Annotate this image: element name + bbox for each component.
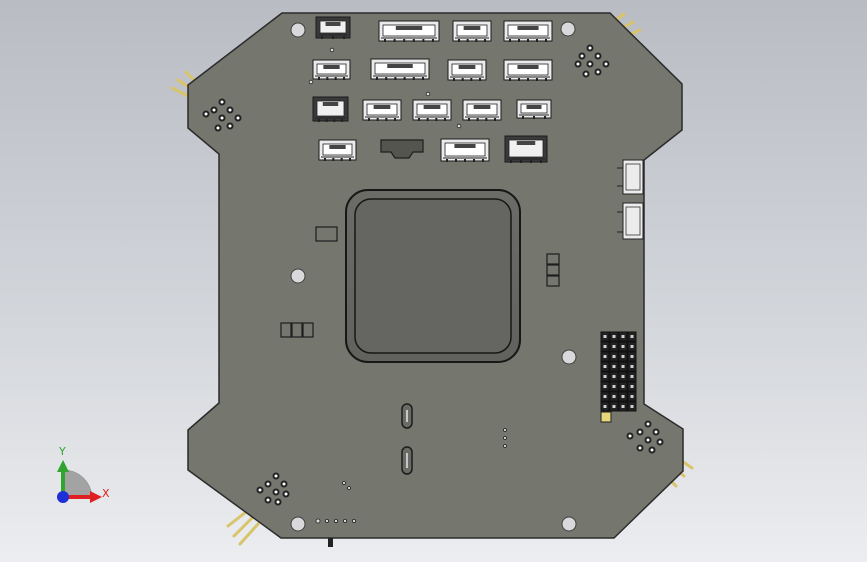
- y-axis-label: Y: [58, 445, 66, 458]
- header-pin-tip: [630, 405, 634, 408]
- header-pin-tip: [603, 385, 607, 388]
- header-pin-tip: [612, 335, 616, 338]
- header-pin-tip: [621, 395, 625, 398]
- header-pin-tip: [612, 395, 616, 398]
- y-axis-arrowhead: [57, 460, 69, 472]
- connector-1: [315, 16, 351, 39]
- header-pin-tip: [621, 365, 625, 368]
- triad-rotation-arc: [63, 469, 93, 498]
- connector-6: [370, 58, 430, 80]
- header-pin-tip: [621, 405, 625, 408]
- connector-4: [503, 20, 553, 42]
- header-pin-tip: [612, 375, 616, 378]
- header-pin-tip: [612, 355, 616, 358]
- header-pin-tip: [603, 335, 607, 338]
- header-pin-tip: [603, 405, 607, 408]
- header-pin-tip: [621, 355, 625, 358]
- header-pin-tip: [630, 365, 634, 368]
- connector-11: [412, 99, 452, 121]
- pin-header-grid[interactable]: [600, 331, 637, 423]
- header-pin-tip: [630, 345, 634, 348]
- header-pin-tip: [612, 405, 616, 408]
- via-cluster-top-left: [202, 98, 242, 132]
- header-pin-tip: [621, 335, 625, 338]
- via-cluster-bottom-left: [256, 472, 290, 506]
- connector-5: [312, 59, 351, 80]
- mounting-holes: [290, 21, 577, 532]
- header-pin-tip: [630, 395, 634, 398]
- connector-15: [440, 138, 490, 162]
- header-pin-tip: [603, 345, 607, 348]
- header-pin-tip: [603, 375, 607, 378]
- header-pin-tip: [630, 375, 634, 378]
- side-connector-bottom: [617, 202, 644, 240]
- connector-3: [452, 20, 492, 42]
- pin-one-marker: [600, 411, 612, 423]
- header-pin-tip: [621, 385, 625, 388]
- connector-10: [362, 99, 402, 121]
- small-dots: [308, 47, 507, 524]
- triad-origin: [57, 491, 69, 503]
- connector-8: [503, 59, 553, 81]
- connector-13: [516, 99, 552, 119]
- header-pin-tip: [630, 385, 634, 388]
- via-cluster-bottom-right: [626, 420, 664, 454]
- bottom-edge-tab: [328, 538, 333, 547]
- coordinate-triad[interactable]: Y X: [57, 445, 110, 503]
- connector-2: [378, 20, 440, 42]
- central-chip: [354, 198, 512, 354]
- connector-7: [447, 59, 487, 81]
- x-axis-arrowhead: [90, 491, 102, 503]
- x-axis-label: X: [102, 487, 110, 500]
- connector-12: [462, 99, 502, 121]
- connector-array: [312, 16, 553, 163]
- header-pin-tip: [630, 355, 634, 358]
- via-cluster-top-right: [574, 44, 610, 78]
- side-connector-top: [617, 159, 644, 195]
- connector-16: [504, 135, 548, 163]
- header-pin-tip: [612, 385, 616, 388]
- header-pin-tip: [612, 365, 616, 368]
- header-pin-tip: [603, 365, 607, 368]
- header-pin-tip: [603, 395, 607, 398]
- header-pin-tip: [621, 345, 625, 348]
- board-markings: [280, 139, 560, 338]
- connector-9: [312, 96, 349, 122]
- header-pin-tip: [603, 355, 607, 358]
- connector-14: [318, 139, 357, 161]
- header-pin-tip: [630, 335, 634, 338]
- header-pin-tip: [612, 345, 616, 348]
- header-pin-tip: [621, 375, 625, 378]
